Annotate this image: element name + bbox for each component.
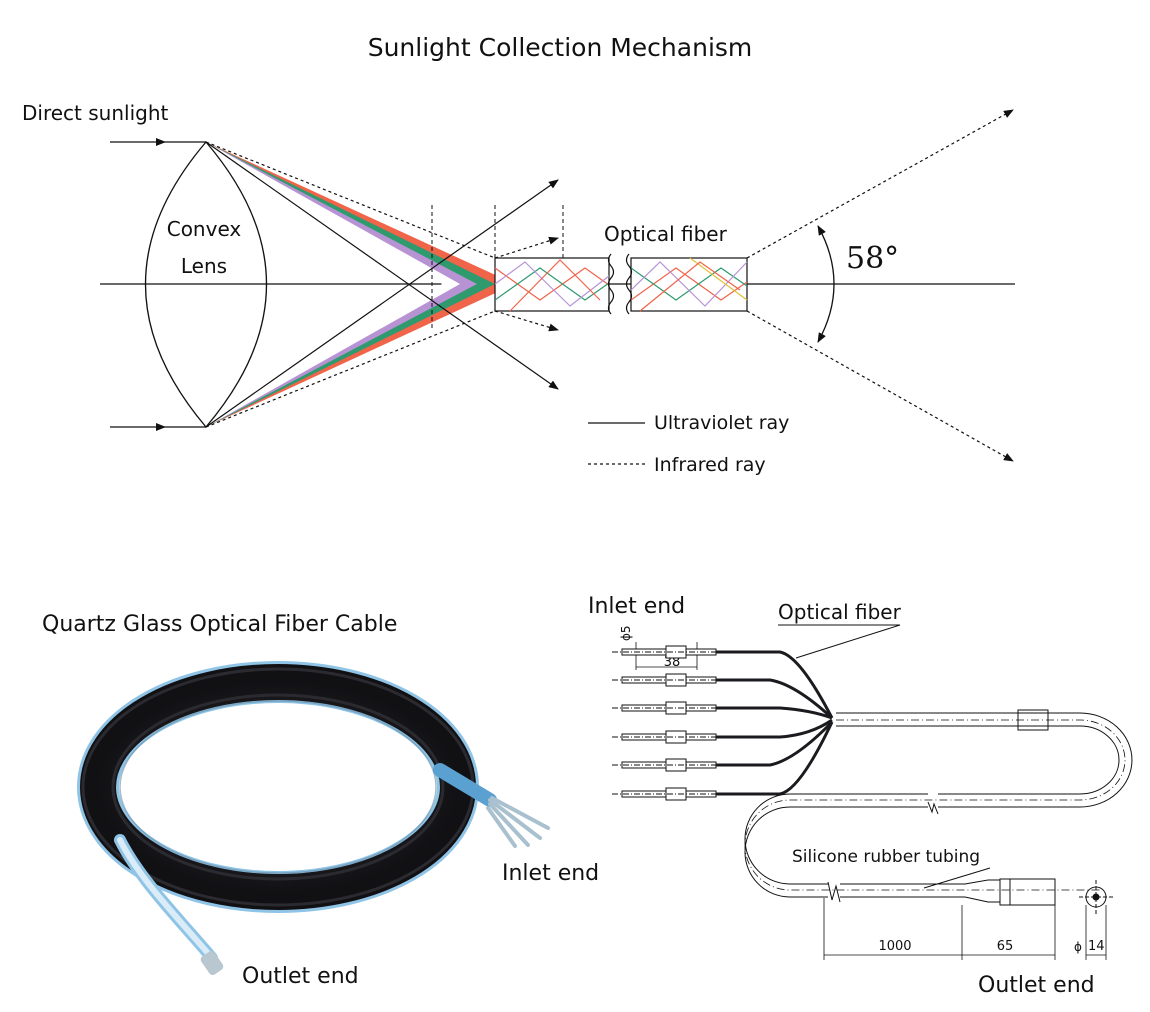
dim-dia5: ϕ5 [619,625,633,641]
silicone-leader [923,867,991,889]
uv-ray-upper [205,141,559,390]
drawing-outlet-label: Outlet end [978,973,1095,998]
inlet-connectors [612,645,722,801]
photo-inlet-label: Inlet end [502,861,599,886]
dim-65-label: 65 [997,939,1014,954]
drawing-inlet-label: Inlet end [588,594,685,619]
ir-ray-lower [205,310,496,428]
lens-label-line1: Convex [167,217,242,241]
uv-ray-lower [205,179,559,428]
fiber-leader-line [795,624,901,659]
legend-uv-label: Ultraviolet ray [654,412,789,434]
ir-ray-upper [205,141,496,259]
ir-deflect-upper [494,236,559,259]
angle-label: 58° [846,241,899,276]
exit-ray-lower [746,310,1014,462]
photo-outlet-label: Outlet end [242,964,359,989]
drawing-fiber-label: Optical fiber [778,600,902,624]
fiber-label: Optical fiber [604,222,728,246]
angle-arc [817,225,835,343]
legend-ir-label: Infrared ray [654,454,766,476]
bottom-dimensions [823,898,1107,960]
ir-deflect-lower [494,310,559,332]
dim-38-label: 38 [664,655,681,670]
fiber-cable-coil-photo [77,661,550,976]
fiber-bundle-strands [716,650,834,796]
exit-ray-upper [746,109,1014,259]
diagram-title: Sunlight Collection Mechanism [368,33,753,62]
silicone-tubing [744,709,1133,906]
dim-phi-label: ϕ [1074,940,1082,954]
silicone-label: Silicone rubber tubing [792,847,980,867]
optical-fiber-segment [494,253,748,315]
photo-title: Quartz Glass Optical Fiber Cable [42,612,397,637]
end-view-symbol [1079,880,1113,914]
lens-label-line2: Lens [181,254,227,278]
direct-sunlight-label: Direct sunlight [22,101,168,125]
dim-14-label: 14 [1088,939,1105,954]
dim-1000-label: 1000 [878,939,911,954]
